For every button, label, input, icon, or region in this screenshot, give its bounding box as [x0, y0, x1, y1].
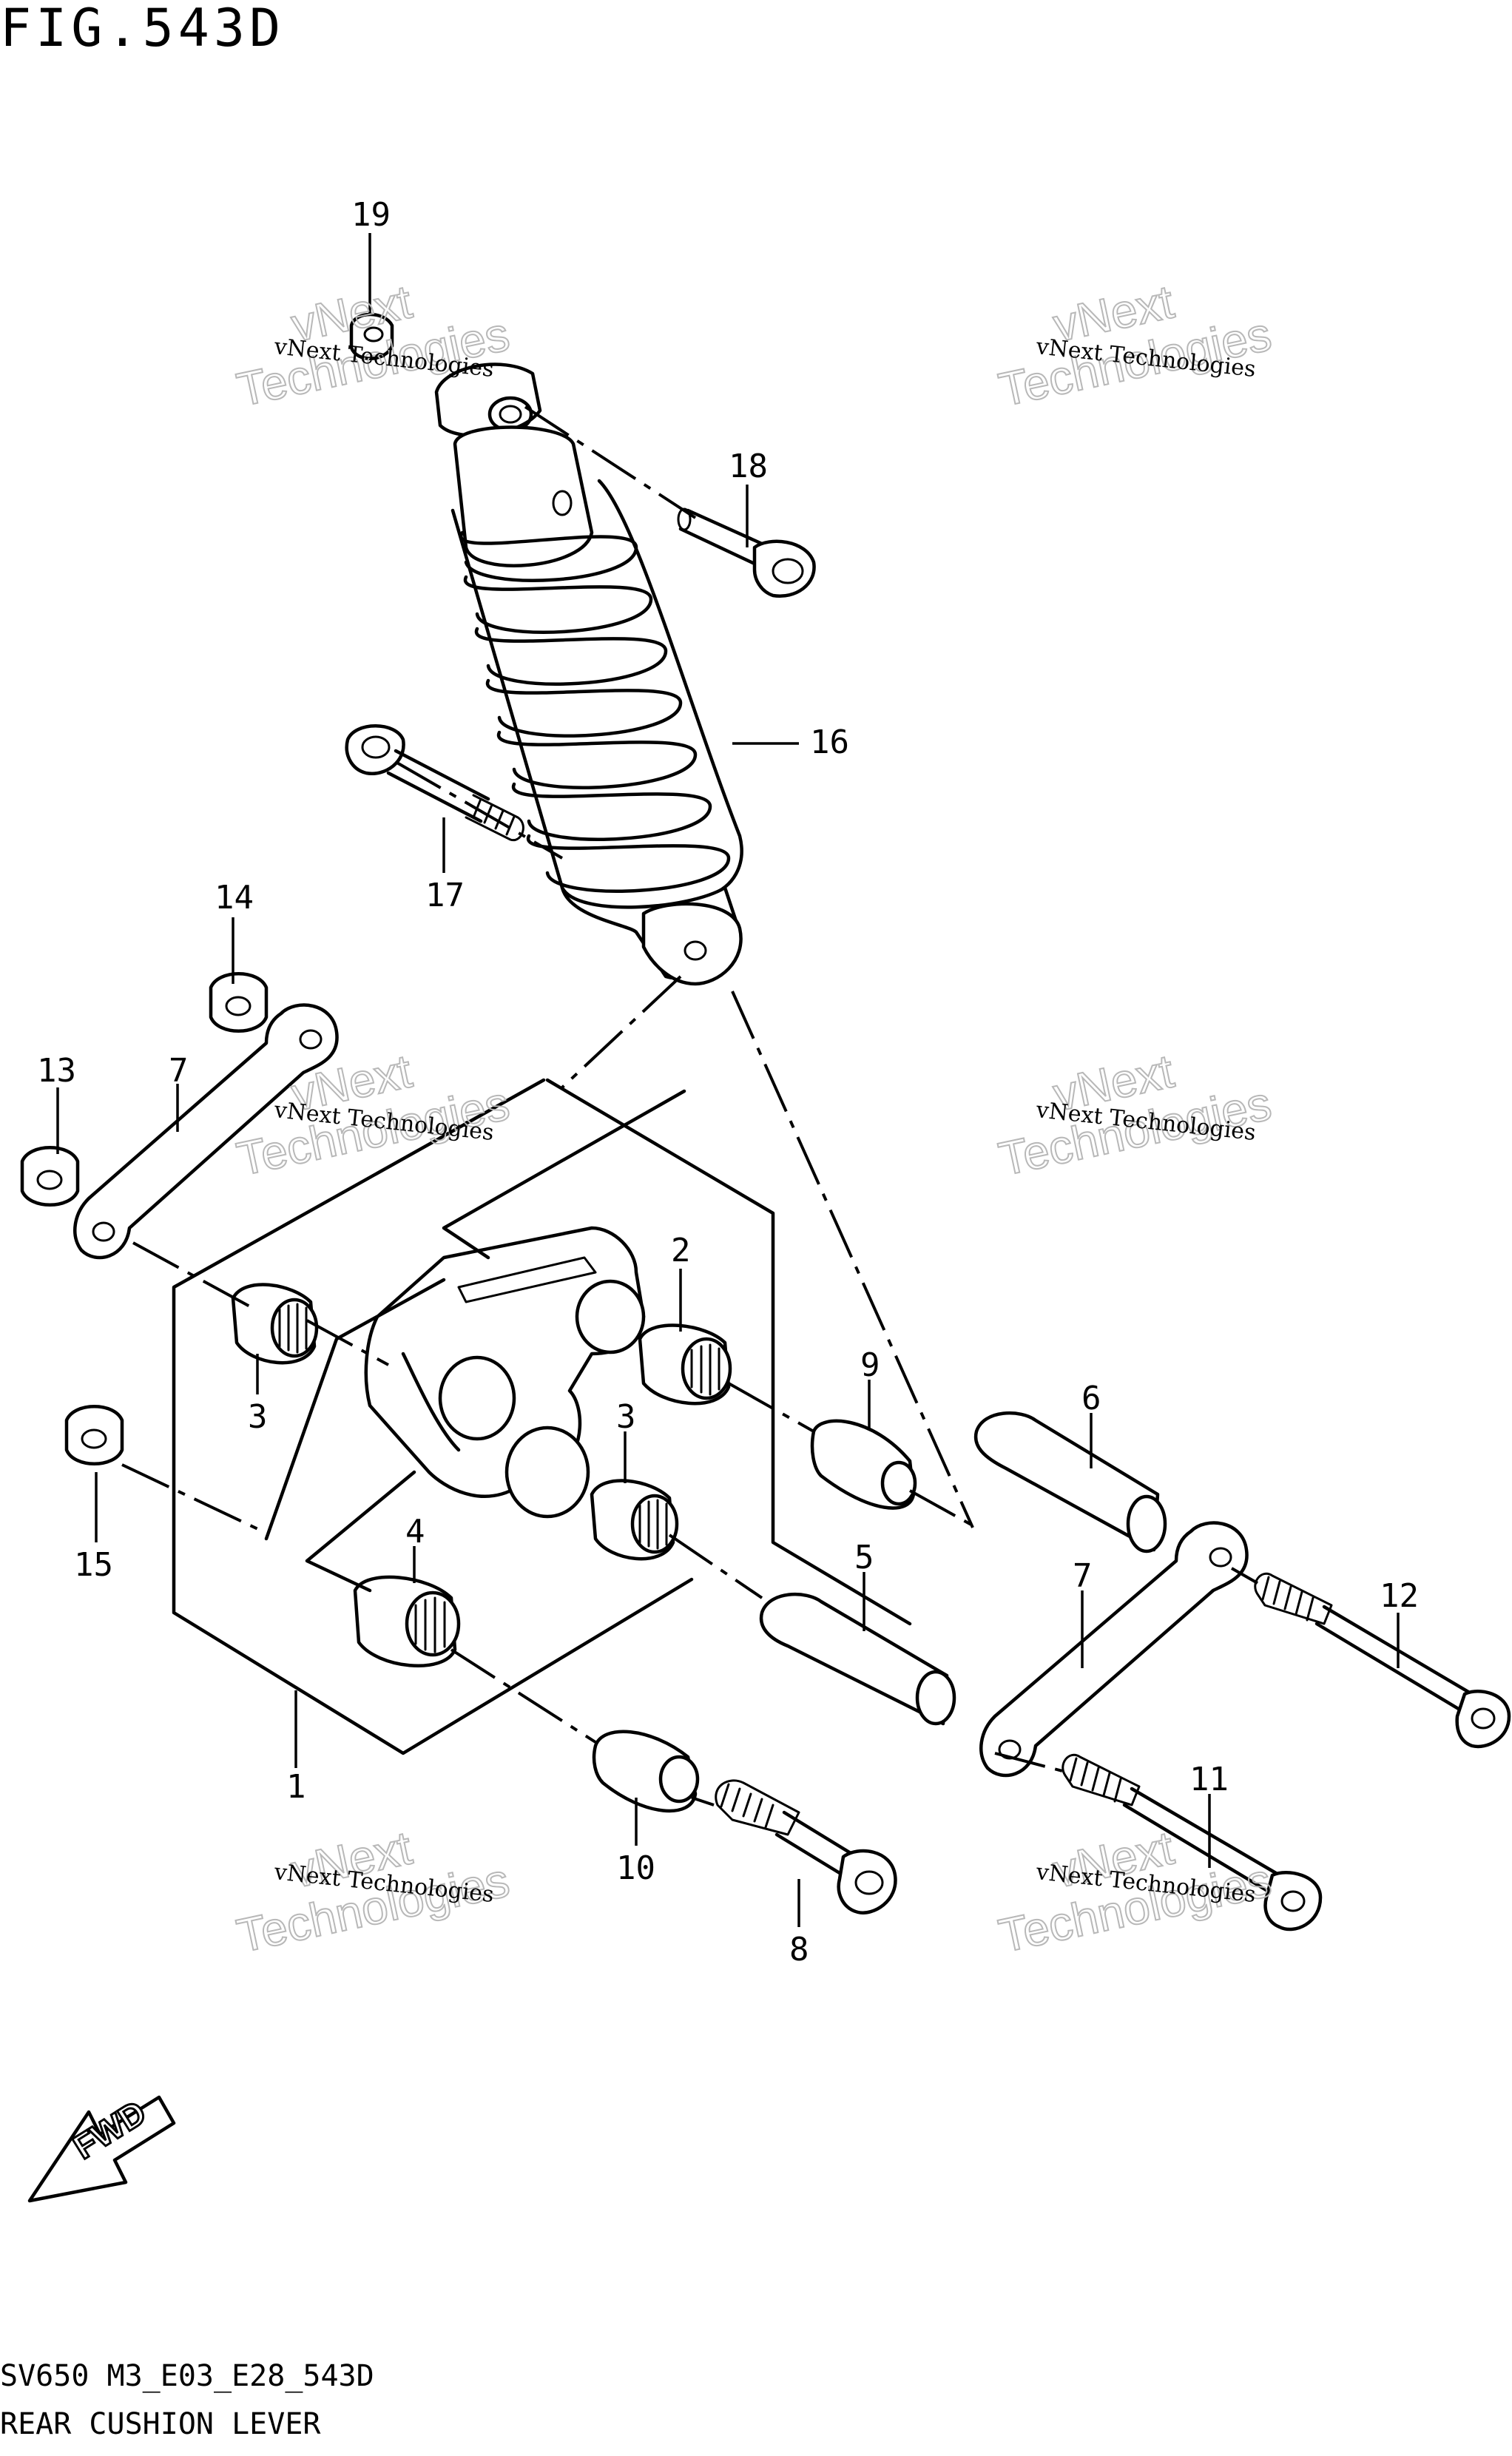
callout-19: 19: [351, 196, 391, 234]
rear-cushion-lever-outline: [172, 1078, 912, 1755]
callout-14: 14: [215, 879, 254, 917]
bearing-3-upper: [231, 1283, 319, 1365]
callout-4: 4: [405, 1513, 425, 1551]
nut-14: [209, 972, 269, 1033]
callout-9: 9: [860, 1346, 880, 1384]
bolt-11: [1062, 1754, 1323, 1932]
bolt-8: [715, 1779, 897, 1914]
callout-8: 8: [789, 1931, 809, 1968]
callout-12: 12: [1380, 1577, 1419, 1615]
spacer-10: [592, 1730, 700, 1813]
callout-6: 6: [1081, 1380, 1101, 1417]
cushion-rod-left: [73, 1003, 339, 1260]
callout-10: 10: [616, 1849, 655, 1887]
spacer-5: [759, 1593, 956, 1726]
callout-7-left: 7: [169, 1052, 189, 1090]
fwd-arrow-icon: FWD: [27, 2091, 176, 2203]
figure-code: SV650 M3_E03_E28_543D: [0, 2359, 374, 2393]
callout-17: 17: [425, 877, 465, 914]
cushion-rod-right: [979, 1521, 1249, 1778]
callout-13: 13: [37, 1052, 76, 1090]
watermark-mid-right: vNext Technologies: [993, 1043, 1276, 1187]
nut-13: [20, 1146, 80, 1207]
rear-cushion-lever: [364, 1226, 646, 1519]
spacer-6: [973, 1411, 1167, 1553]
callout-2: 2: [671, 1232, 691, 1269]
nut-15: [64, 1405, 124, 1465]
bearing-3-middle: [590, 1479, 679, 1561]
watermark-top-right: vNext Technologies: [993, 274, 1276, 417]
spacer-9: [810, 1419, 917, 1510]
bolt-18: [677, 507, 816, 598]
callout-15: 15: [74, 1546, 113, 1584]
shock-absorber: [434, 362, 743, 986]
nut-19: [349, 312, 394, 360]
callouts: 19 18 16 17 14 7 13 2 3 9 6 3 4 15 5 7 1…: [37, 196, 1419, 1968]
center-lines: [121, 405, 1258, 1806]
figure-caption: REAR CUSHION LEVER: [0, 2407, 321, 2441]
figure-title: FIG.543D: [0, 0, 285, 58]
callout-11: 11: [1189, 1761, 1229, 1798]
callout-16: 16: [810, 723, 849, 761]
bearing-4: [353, 1575, 461, 1668]
bearing-2: [638, 1323, 732, 1406]
bolt-12: [1254, 1573, 1511, 1749]
callout-3-middle: 3: [616, 1398, 636, 1436]
callout-5: 5: [854, 1539, 874, 1576]
lever-inner-outline: [264, 1089, 686, 1593]
callout-3-upper: 3: [248, 1398, 268, 1436]
leader-lines: [56, 233, 1400, 1927]
callout-18: 18: [729, 448, 768, 485]
callout-1: 1: [286, 1768, 306, 1806]
callout-7-right: 7: [1073, 1557, 1093, 1595]
